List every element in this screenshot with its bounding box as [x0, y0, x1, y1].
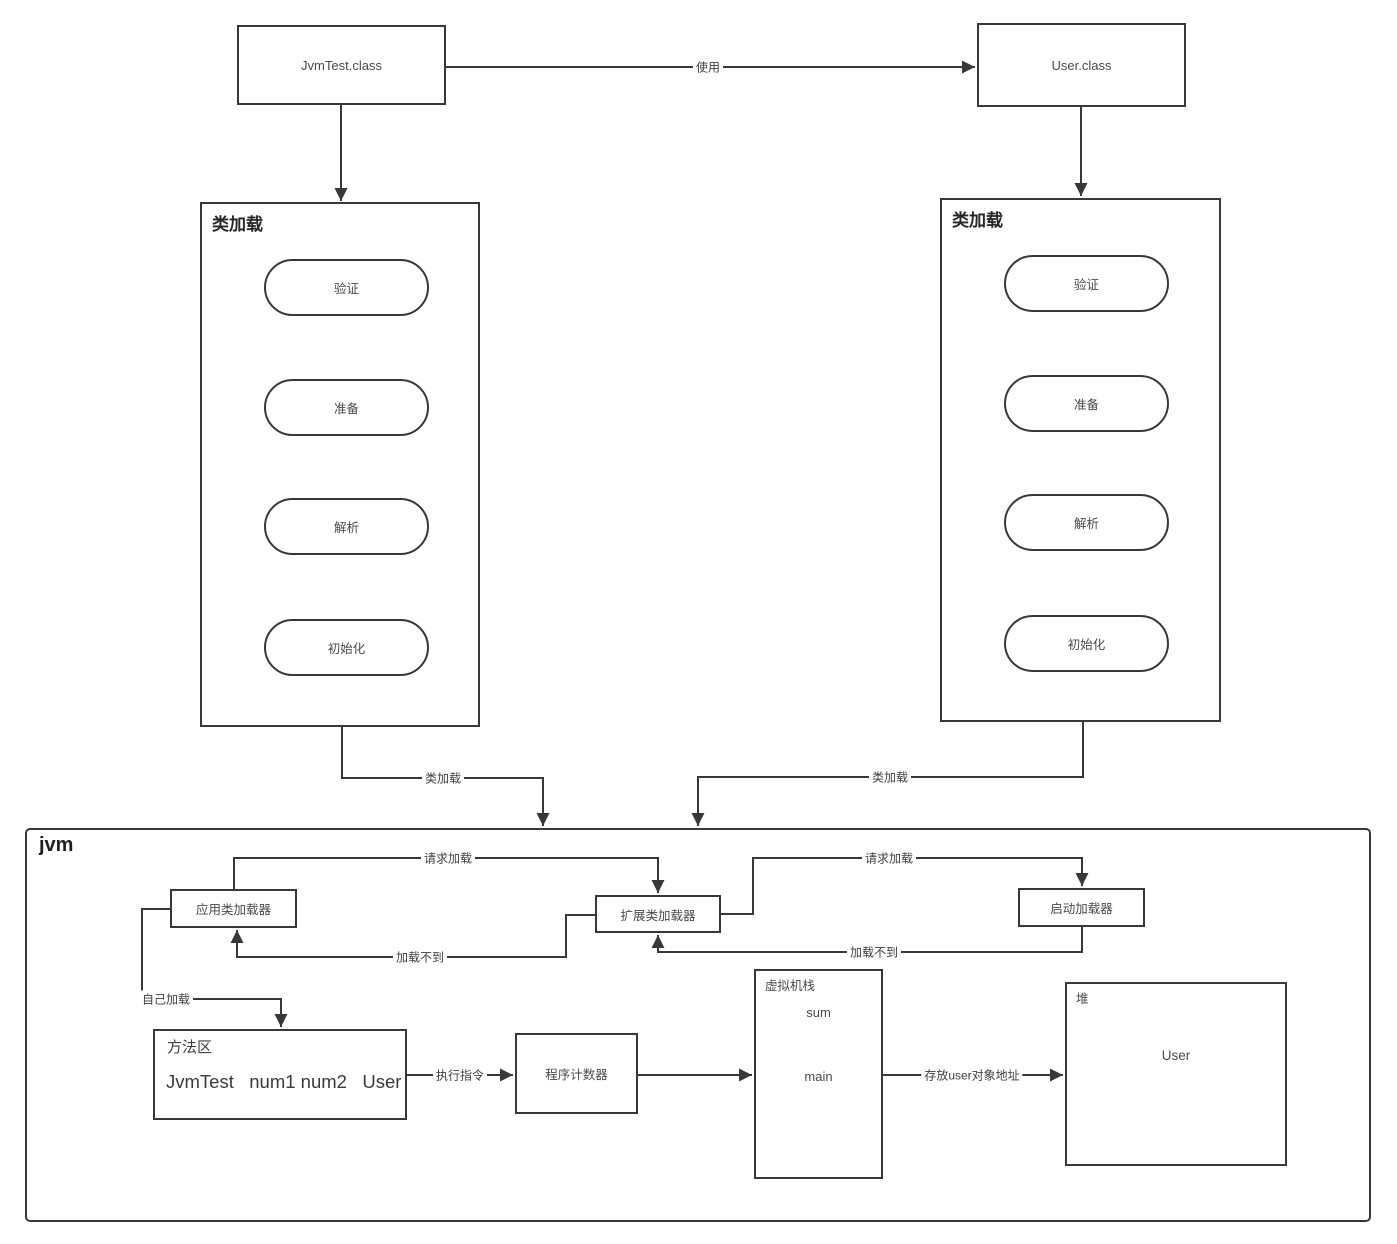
edge-label-load-fail-left: 加载不到: [392, 948, 448, 966]
vm-stack-box: 虚拟机栈 sum main: [754, 969, 883, 1179]
vm-stack-title: 虚拟机栈: [765, 979, 816, 993]
edge-label-request-load-right: 请求加载: [861, 849, 917, 867]
edge-label-self-load: 自己加载: [138, 990, 194, 1008]
jvmtest-class-box: JvmTest.class: [237, 25, 446, 105]
extension-classloader-label: 扩展类加载器: [620, 908, 696, 923]
method-area-box: 方法区 JvmTest num1 num2 User: [153, 1029, 407, 1120]
heap-title: 堆: [1076, 992, 1089, 1006]
heap-user-object: User: [1161, 1048, 1191, 1063]
jvm-container: jvm: [25, 828, 1371, 1222]
application-classloader-box: 应用类加载器: [170, 889, 297, 928]
stage-pill-resolve-left: 解析: [264, 498, 429, 555]
jvmtest-class-label: JvmTest.class: [301, 57, 382, 73]
bootstrap-classloader-box: 启动加载器: [1018, 888, 1145, 927]
stage-pill-prepare-right: 准备: [1004, 375, 1169, 432]
edge-label-use: 使用: [692, 58, 724, 76]
class-loading-left-title: 类加载: [212, 215, 263, 234]
bootstrap-classloader-label: 启动加载器: [1050, 902, 1113, 916]
edge-label-load-fail-right: 加载不到: [846, 943, 902, 961]
stack-frame-main: main: [804, 1069, 833, 1084]
edge-label-class-load-right: 类加载: [868, 768, 912, 786]
stage-pill-initialize-right: 初始化: [1004, 615, 1169, 672]
edge-label-store-user-address: 存放user对象地址: [921, 1066, 1023, 1084]
edge-label-request-load-left: 请求加载: [420, 849, 476, 867]
class-loading-panel-right: 类加载 验证 准备 解析 初始化: [940, 198, 1221, 722]
user-class-label: User.class: [1051, 57, 1112, 73]
method-area-title: 方法区: [167, 1039, 213, 1056]
stage-pill-resolve-right: 解析: [1004, 494, 1169, 551]
application-classloader-label: 应用类加载器: [195, 903, 271, 917]
method-area-content: JvmTest num1 num2 User: [166, 1071, 402, 1092]
stack-frame-sum: sum: [806, 1005, 831, 1020]
user-class-box: User.class: [977, 23, 1186, 107]
extension-classloader-box: 扩展类加载器: [595, 895, 721, 933]
program-counter-box: 程序计数器: [515, 1033, 638, 1114]
class-loading-panel-left: 类加载 验证 准备 解析 初始化: [200, 202, 480, 727]
program-counter-label: 程序计数器: [545, 1068, 608, 1082]
edge-label-class-load-left: 类加载: [421, 769, 465, 787]
stage-pill-verify-left: 验证: [264, 259, 429, 316]
stage-pill-prepare-left: 准备: [264, 379, 429, 436]
heap-box: 堆 User: [1065, 982, 1287, 1166]
jvm-title: jvm: [39, 834, 74, 856]
stage-pill-verify-right: 验证: [1004, 255, 1169, 312]
class-loading-right-title: 类加载: [952, 211, 1003, 230]
stage-pill-initialize-left: 初始化: [264, 619, 429, 676]
edge-label-execute-instruction: 执行指令: [432, 1066, 488, 1084]
